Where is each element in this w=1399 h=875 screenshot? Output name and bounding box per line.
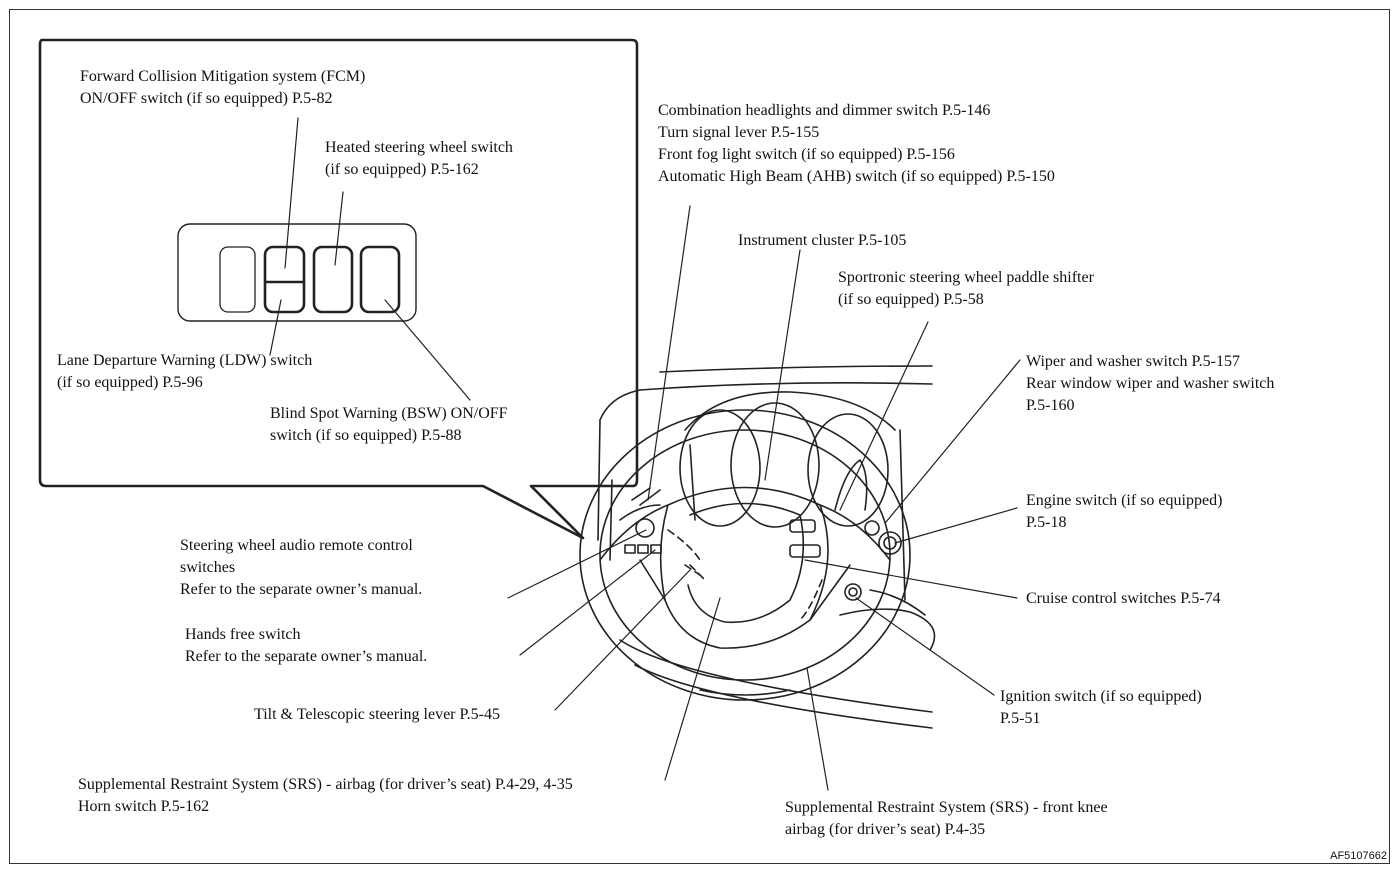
callout-instrument-cluster: Instrument cluster P.5-105	[738, 232, 907, 249]
steering-wheel-shape	[579, 409, 911, 701]
dashboard-outline	[597, 365, 936, 729]
fcm-ldw-switch	[263, 245, 306, 314]
heated-wheel-switch	[312, 245, 354, 314]
ignition-switch-shape	[844, 583, 862, 601]
hidden-parts-dashed	[667, 529, 823, 621]
bsw-switch	[359, 245, 401, 314]
instrument-cluster-shape	[679, 391, 896, 528]
callout-cruise-control: Cruise control switches P.5-74	[1026, 590, 1221, 607]
callout-paddle-shifter: Sportronic steering wheel paddle shifter…	[838, 269, 1094, 308]
callout-ldw: Lane Departure Warning (LDW) switch(if s…	[57, 352, 313, 391]
callout-engine-switch: Engine switch (if so equipped)P.5-18	[1026, 492, 1223, 531]
callout-headlights: Combination headlights and dimmer switch…	[658, 102, 1055, 185]
switch-panel	[177, 223, 417, 322]
callout-ignition-switch: Ignition switch (if so equipped)P.5-51	[1000, 688, 1202, 727]
blank-switch	[219, 246, 256, 313]
figure-id: AF5107662	[1330, 850, 1387, 862]
callout-heated-wheel: Heated steering wheel switch(if so equip…	[325, 139, 513, 178]
callout-srs-airbag: Supplemental Restraint System (SRS) - ai…	[78, 776, 573, 815]
engine-switch-shape	[878, 531, 902, 555]
callout-tilt-telescopic: Tilt & Telescopic steering lever P.5-45	[254, 706, 500, 723]
leader-lines	[269, 117, 1021, 791]
figure-frame	[9, 9, 1390, 864]
zoom-callout-box	[38, 38, 639, 540]
callout-srs-knee-airbag: Supplemental Restraint System (SRS) - fr…	[785, 799, 1108, 838]
callout-fcm: Forward Collision Mitigation system (FCM…	[80, 68, 366, 107]
